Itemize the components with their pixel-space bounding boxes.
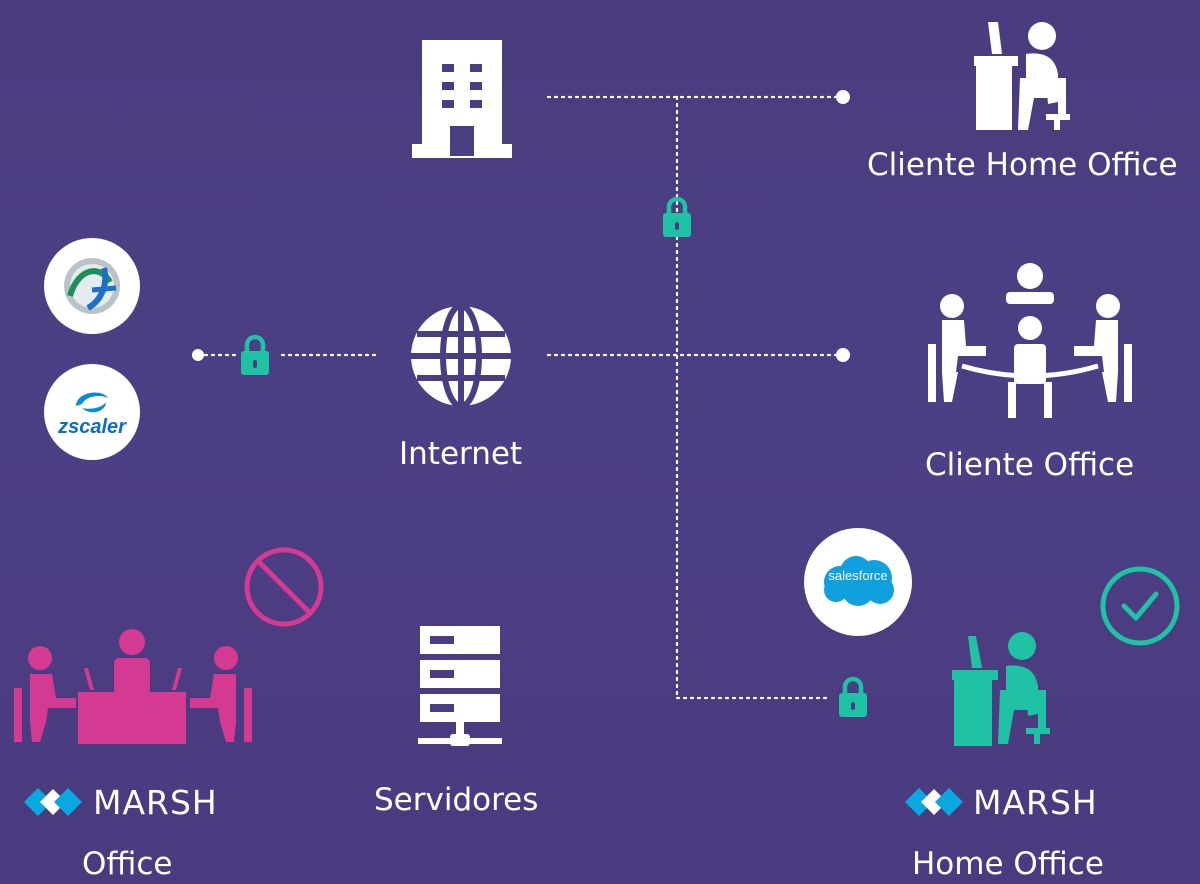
internet-label: Internet	[399, 436, 523, 472]
zscaler-badge: zscaler	[44, 364, 140, 460]
cliente-home-office-label: Cliente Home Office	[867, 147, 1178, 183]
marsh-brand-office: MARSH	[93, 783, 218, 822]
check-icon	[1100, 566, 1180, 646]
salesforce-badge: salesforce	[804, 528, 912, 636]
meeting-group-icon	[928, 263, 1132, 418]
globe-icon	[411, 303, 511, 409]
marsh-logo-icon	[905, 788, 963, 816]
salesforce-text: salesforce	[828, 568, 888, 583]
cliente-office-label: Cliente Office	[925, 447, 1135, 483]
marsh-brand-home-office: MARSH	[973, 783, 1098, 822]
endpoint-dot	[192, 349, 204, 361]
endpoint-dot	[836, 348, 850, 362]
zscaler-logo-icon	[76, 392, 108, 413]
zscaler-text: zscaler	[58, 416, 126, 438]
home-worker-icon	[974, 22, 1070, 130]
office-label: Office	[82, 846, 173, 882]
blocked-icon	[244, 547, 324, 627]
office-team-icon	[14, 629, 252, 744]
lock-icon	[839, 676, 867, 717]
marsh-logo-icon	[24, 788, 82, 816]
anyconnect-icon	[64, 258, 120, 314]
servidores-label: Servidores	[374, 782, 539, 818]
lock-icon	[241, 334, 269, 375]
server-icon	[418, 626, 502, 746]
salesforce-cloud-icon	[824, 556, 894, 606]
endpoint-dot	[836, 90, 850, 104]
cisco-anyconnect-badge	[44, 238, 140, 334]
lock-icon	[663, 196, 691, 237]
building-icon	[412, 40, 512, 158]
home-office-label: Home Office	[912, 846, 1104, 882]
home-worker-icon	[952, 632, 1050, 746]
